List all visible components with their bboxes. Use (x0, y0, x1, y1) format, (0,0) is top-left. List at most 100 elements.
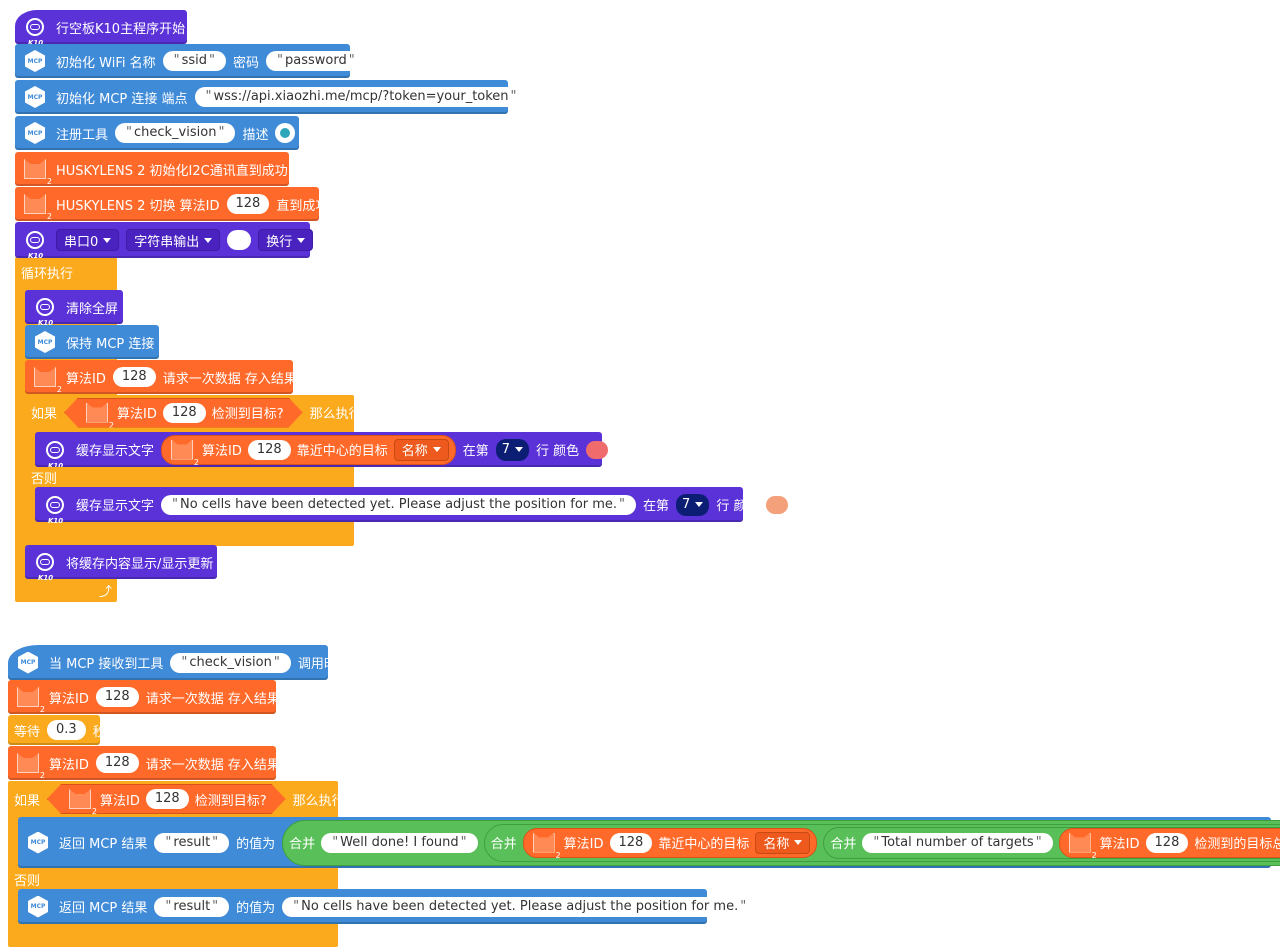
ssid-field[interactable]: "ssid" (162, 51, 226, 71)
request-data-block-2[interactable]: 2 算法ID 128 请求一次数据 存入结果 (8, 746, 280, 780)
algorithm-id-field[interactable]: 128 (1145, 832, 1189, 853)
flush-display-block[interactable]: K10 将缓存内容显示/显示更新 (25, 545, 217, 582)
gear-icon[interactable] (275, 123, 296, 143)
endpoint-field[interactable]: "wss://api.xiaozhi.me/mcp/?token=your_to… (194, 87, 528, 107)
algorithm-id-field[interactable]: 128 (146, 789, 189, 809)
mcp-icon: MCP (31, 328, 59, 356)
algorithm-id-field[interactable]: 128 (163, 403, 206, 423)
cache-text-block-2[interactable]: K10 缓存显示文字 "No cells have been detected … (35, 487, 789, 525)
serial-mode-dropdown[interactable]: 字符串输出 (126, 229, 221, 251)
newline-dropdown[interactable]: 换行 (258, 229, 314, 251)
return-mcp-result-block-1[interactable]: MCP 返回 MCP 结果 "result" 的值为 合并 "Well done… (18, 817, 1280, 868)
mcp-icon: MCP (14, 649, 42, 677)
total-label: 检测到的目标总数 (1194, 837, 1280, 852)
detected-condition[interactable]: 2 算法ID 128 检测到目标? (64, 398, 303, 428)
else-row-2: 否则 (8, 869, 88, 889)
color-label: 行 颜色 (536, 444, 580, 459)
mcp-icon: MCP (24, 893, 52, 921)
mcp-icon: MCP (24, 829, 52, 857)
k10-icon: K10 (31, 293, 59, 327)
huskylens-icon: 2 (1066, 829, 1097, 860)
target-count-reporter[interactable]: 2 算法ID 128 检测到的目标总数 (1058, 827, 1280, 860)
wifi-init-block[interactable]: MCP 初始化 WiFi 名称 "ssid" 密码 "password" (15, 44, 366, 78)
row-dropdown[interactable]: 7 (676, 493, 710, 516)
mcp-icon: MCP (21, 83, 49, 111)
join-operator-outer[interactable]: 合并 "Well done! I found " 合并 2 算法ID 128 靠… (282, 819, 1280, 866)
row-label: 在第 (643, 499, 670, 514)
register-tool-block[interactable]: MCP 注册工具 "check_vision" 描述 (15, 116, 299, 150)
algorithm-id-field[interactable]: 128 (609, 832, 653, 853)
huskylens-icon: 2 (530, 829, 561, 860)
center-target-reporter[interactable]: 2 算法ID 128 靠近中心的目标 名称 (522, 827, 818, 860)
target-label: 靠近中心的目标 (658, 837, 750, 852)
result-key-field[interactable]: "result" (154, 896, 230, 917)
switch-label: HUSKYLENS 2 切换 算法ID (56, 198, 220, 214)
color-swatch[interactable] (586, 440, 609, 459)
loop-label: 循环执行 (21, 266, 74, 282)
huskylens-switch-block[interactable]: 2 HUSKYLENS 2 切换 算法ID 128 直到成功 (15, 187, 328, 221)
if-label: 如果 (14, 793, 41, 809)
row-dropdown[interactable]: 7 (495, 438, 530, 461)
k10-icon: K10 (41, 491, 69, 525)
condition-suffix: 检测到目标? (211, 407, 284, 422)
description-label: 描述 (242, 127, 269, 143)
cache-text-block-1[interactable]: K10 缓存显示文字 2 算法ID 128 靠近中心的目标 名称 在第 7 行 … (35, 432, 609, 470)
algorithm-id-field[interactable]: 128 (247, 439, 291, 460)
huskylens-icon: 2 (21, 190, 52, 221)
algorithm-id-field[interactable]: 128 (226, 194, 270, 214)
request-label: 算法ID (49, 757, 89, 773)
color-swatch[interactable] (766, 495, 789, 514)
serial-output-block[interactable]: K10 串口0 字符串输出 换行 (15, 222, 314, 260)
text-field[interactable]: "No cells have been detected yet. Please… (161, 494, 637, 515)
mcp-icon: MCP (21, 47, 49, 75)
text-field[interactable]: "Total number of targets" (862, 832, 1053, 853)
algorithm-id-field[interactable]: 128 (112, 367, 156, 387)
detected-condition[interactable]: 2 算法ID 128 检测到目标? (47, 784, 286, 814)
clear-screen-block[interactable]: K10 清除全屏 (25, 290, 123, 327)
tool-name-field[interactable]: "check_vision" (170, 652, 291, 673)
serial-text-field[interactable] (227, 230, 252, 250)
serial-port-dropdown[interactable]: 串口0 (56, 229, 120, 251)
request-data-block[interactable]: 2 算法ID 128 请求一次数据 存入结果 (8, 680, 280, 714)
loop-arrow-icon: ⤴ (99, 585, 113, 600)
algorithm-id-field[interactable]: 128 (95, 753, 139, 773)
loop-block[interactable]: 循环执行 (15, 258, 117, 286)
algo-label: 算法ID (563, 837, 604, 852)
if-else-block-2[interactable]: 如果 2 算法ID 128 检测到目标? 那么执行 (8, 781, 345, 817)
huskylens-icon: 2 (83, 399, 111, 427)
flush-label: 将缓存内容显示/显示更新 (66, 556, 214, 572)
algo-label: 算法ID (202, 444, 242, 459)
text-field[interactable]: "Well done! I found " (321, 832, 478, 853)
huskylens-init-block[interactable]: 2 HUSKYLENS 2 初始化I2C通讯直到成功 (15, 152, 289, 186)
switch-suffix: 直到成功 (276, 198, 329, 214)
algorithm-id-field[interactable]: 128 (95, 687, 139, 707)
huskylens-icon: 2 (14, 683, 45, 714)
condition-suffix: 检测到目标? (194, 793, 267, 809)
mcp-tool-event-block[interactable]: MCP 当 MCP 接收到工具 "check_vision" 调用时 (8, 645, 337, 680)
wait-seconds-field[interactable]: 0.3 (47, 720, 86, 740)
password-label: 密码 (232, 55, 259, 71)
join-label: 合并 (490, 837, 517, 852)
password-field[interactable]: "password" (266, 51, 366, 71)
join-label: 合并 (830, 837, 857, 852)
wait-unit: 秒 (92, 724, 106, 740)
field-dropdown[interactable]: 名称 (755, 831, 811, 854)
tool-name-field[interactable]: "check_vision" (115, 123, 236, 143)
if-else-block[interactable]: 如果 2 算法ID 128 检测到目标? 那么执行 (25, 395, 362, 430)
join-label: 合并 (289, 837, 316, 852)
center-target-reporter[interactable]: 2 算法ID 128 靠近中心的目标 名称 (161, 434, 456, 467)
target-label: 靠近中心的目标 (296, 444, 388, 459)
text-field[interactable]: "No cells have been detected yet. Please… (282, 896, 758, 917)
field-dropdown[interactable]: 名称 (393, 438, 449, 461)
main-start-block[interactable]: K10 行空板K10主程序开始 (15, 10, 187, 47)
color-label: 行 颜色 (716, 499, 760, 514)
result-key-field[interactable]: "result" (154, 832, 230, 853)
request-data-block[interactable]: 2 算法ID 128 请求一次数据 存入结果 (25, 360, 297, 394)
keep-mcp-block[interactable]: MCP 保持 MCP 连接 (25, 325, 159, 359)
mcp-connect-block[interactable]: MCP 初始化 MCP 连接 端点 "wss://api.xiaozhi.me/… (15, 80, 528, 114)
join-operator-inner[interactable]: 合并 "Total number of targets" 2 算法ID 128 … (823, 826, 1280, 860)
return-mcp-result-block-2[interactable]: MCP 返回 MCP 结果 "result" 的值为 "No cells hav… (18, 889, 758, 924)
huskylens-icon: 2 (168, 436, 199, 467)
join-operator-middle[interactable]: 合并 2 算法ID 128 靠近中心的目标 名称 合并 "Total numbe… (483, 823, 1280, 862)
wait-block[interactable]: 等待 0.3 秒 (8, 715, 106, 745)
